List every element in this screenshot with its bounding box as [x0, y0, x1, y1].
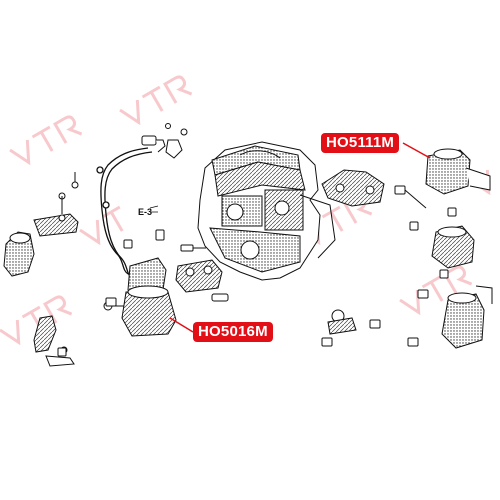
part-number-label: HO5111M — [321, 133, 400, 153]
watermark-logos — [0, 75, 491, 346]
engine-mount-drawing — [3, 172, 79, 277]
hose-drawing — [96, 147, 153, 279]
bracket-drawing — [321, 169, 385, 207]
engine-mount-drawing — [425, 148, 491, 195]
engine-block-drawing — [197, 141, 336, 281]
bracket-drawing — [327, 309, 357, 335]
bracket-drawing — [175, 259, 229, 302]
engine-mount-drawing — [441, 285, 493, 349]
bracket-drawing — [33, 315, 75, 367]
leader-line — [149, 205, 159, 213]
leader-line — [169, 142, 431, 333]
section-ref-label: E-3 — [138, 207, 152, 217]
bolt-drawing — [57, 185, 457, 357]
engine-mount-drawing — [431, 225, 475, 269]
engine-mount-drawing — [103, 257, 177, 337]
bracket-drawing — [141, 123, 188, 159]
part-number-label: HO5016M — [193, 322, 273, 342]
